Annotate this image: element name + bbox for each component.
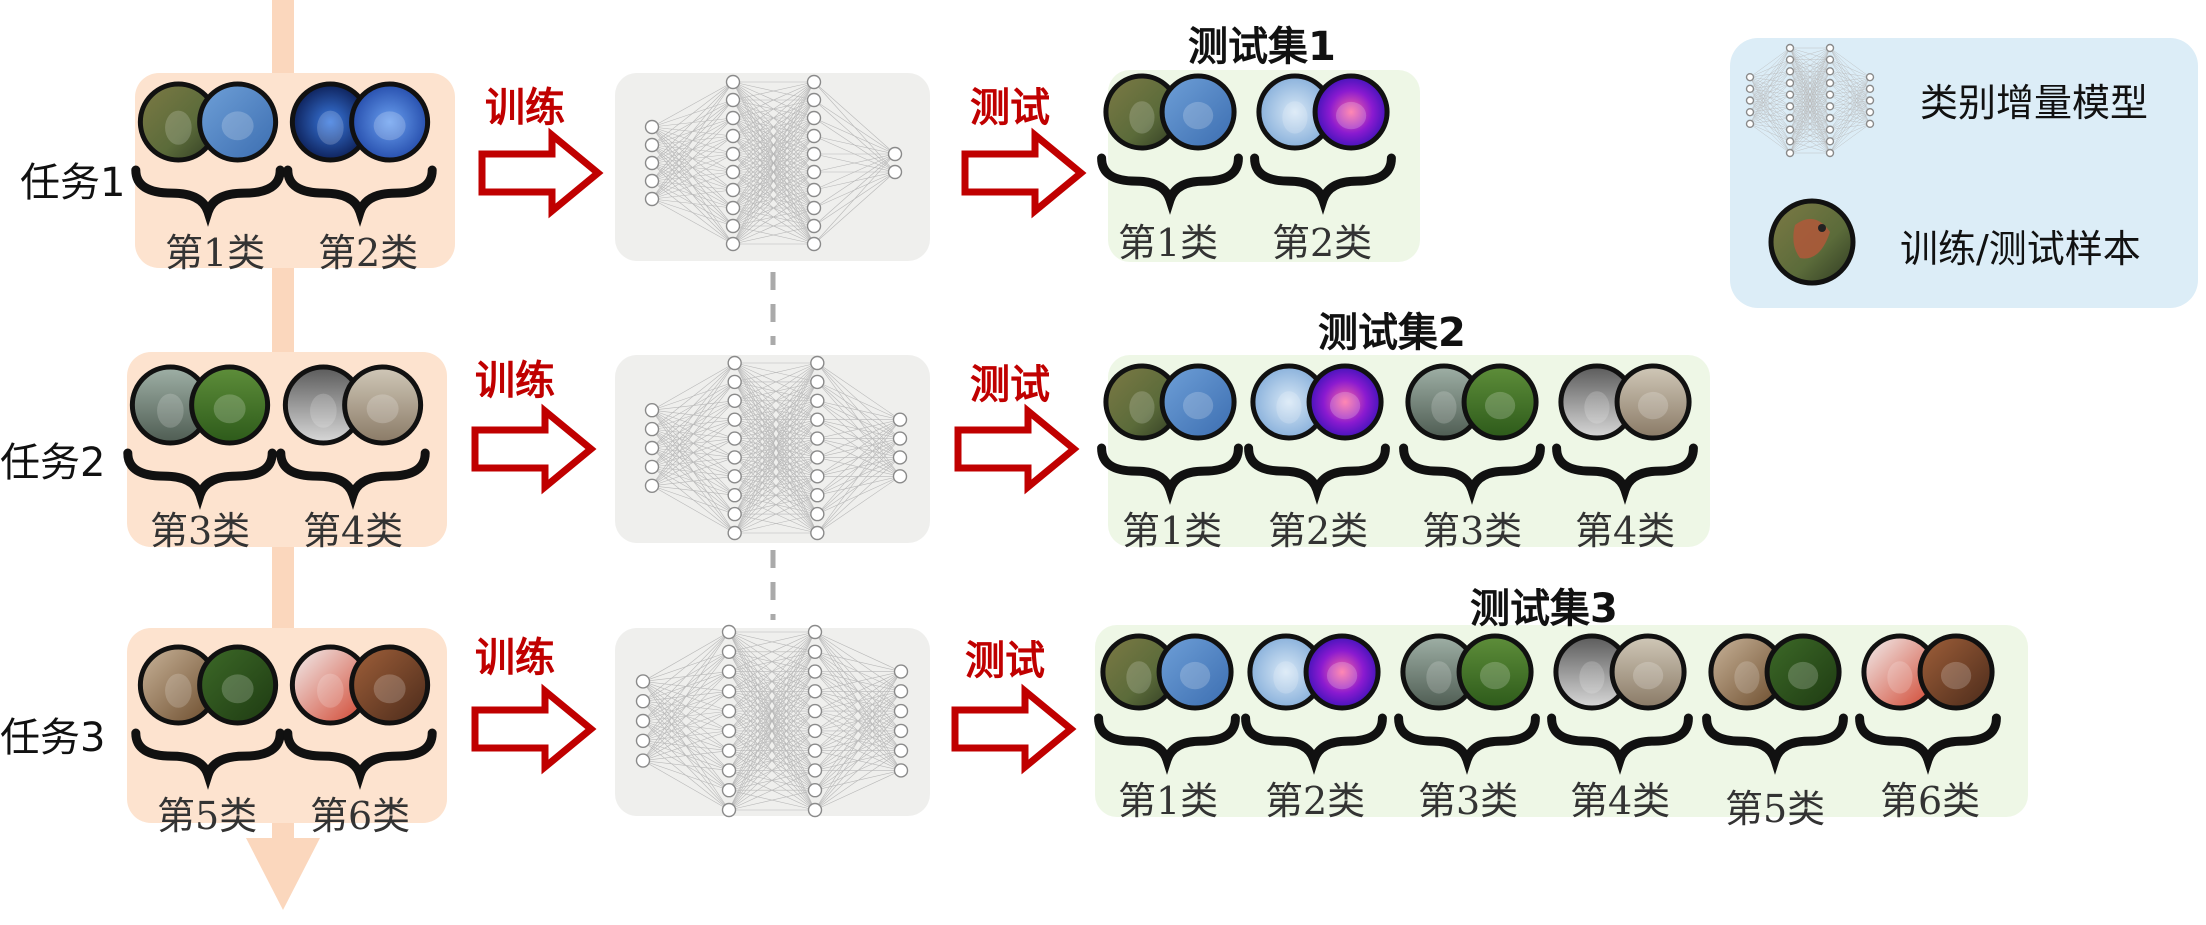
test-arrow-2 [954, 403, 1080, 495]
testset-2-class-3-samples-image-right [1461, 363, 1539, 441]
testset-2-class-1-samples-brace [1097, 443, 1243, 505]
network-1-box [615, 73, 930, 261]
train-arrow-2 [471, 403, 597, 495]
sample-icon [1768, 198, 1856, 286]
train-label-1: 训练 [485, 85, 565, 131]
task-3-label: 任务3 [0, 715, 106, 761]
task-3-class-2-samples [283, 644, 437, 790]
task-1-class-2-samples-brace [283, 165, 437, 227]
testset-2-class-2-samples-brace [1244, 443, 1390, 505]
task-2-class-2-samples-image-right [342, 364, 424, 446]
testset-2-class-2-samples [1244, 363, 1390, 505]
task-1-class-1-label: 第1类 [165, 231, 266, 275]
task-3-class-1-samples-brace [131, 728, 285, 790]
task-2-class-2-samples-brace [276, 448, 430, 510]
testset-3-class-5-samples-image-right [1764, 633, 1842, 711]
model-icon [1745, 43, 1875, 158]
train-arrow-3 [471, 683, 597, 775]
testset-3-class-4-samples-image-right [1609, 633, 1687, 711]
testset-3-class-3-samples-image-right [1456, 633, 1534, 711]
train-arrow-1 [478, 127, 604, 219]
testset-3-class-5-label: 第5类 [1725, 787, 1826, 831]
legend-model-label: 类别增量模型 [1920, 81, 2149, 125]
testset-1-class-1-label: 第1类 [1118, 221, 1219, 265]
testset-3-class-4-samples [1547, 633, 1693, 775]
task-2-class-1-samples-image-right [189, 364, 271, 446]
neural-network-1 [644, 74, 903, 252]
testset-3-class-6-samples [1855, 633, 2001, 775]
testset-2-class-1-samples-image-right [1159, 363, 1237, 441]
testset-1-class-2-label: 第2类 [1272, 221, 1373, 265]
testset-1-class-1-samples-brace [1097, 153, 1243, 215]
testset-1-class-2-samples-image-right [1312, 73, 1390, 151]
testset-3-class-1-samples [1094, 633, 1240, 775]
testset-2-class-2-label: 第2类 [1268, 509, 1369, 553]
testset-2-class-3-label: 第3类 [1422, 509, 1523, 553]
task-1-class-1-samples-image-right [197, 81, 279, 163]
testset-3-class-5-samples-brace [1702, 713, 1848, 775]
task-2-label: 任务2 [0, 440, 106, 486]
neural-network-2 [644, 355, 908, 541]
task-1-class-1-samples-brace [131, 165, 285, 227]
testset-3-class-5-samples [1702, 633, 1848, 775]
task-1-class-2-label: 第2类 [318, 231, 419, 275]
legend-sample-label: 训练/测试样本 [1900, 227, 2141, 271]
task-2-class-1-samples [123, 364, 277, 510]
testset-3-class-1-samples-image-right [1156, 633, 1234, 711]
testset-2-class-4-samples-image-right [1614, 363, 1692, 441]
task-2-class-1-label: 第3类 [150, 509, 251, 553]
task-3-class-2-label: 第6类 [310, 794, 411, 838]
train-label-3: 训练 [475, 635, 555, 681]
testset-2-title: 测试集2 [1318, 310, 1466, 356]
testset-3-class-2-samples-brace [1241, 713, 1387, 775]
task-1-class-2-samples-image-right [349, 81, 431, 163]
neural-network-3 [635, 624, 909, 818]
testset-3-class-6-samples-brace [1855, 713, 2001, 775]
test-label-3: 测试 [965, 638, 1045, 684]
testset-1-class-2-samples [1250, 73, 1396, 215]
testset-1-class-1-samples-image-right [1159, 73, 1237, 151]
testset-1-class-1-samples [1097, 73, 1243, 215]
testset-3-class-1-label: 第1类 [1118, 779, 1219, 823]
testset-3-class-4-samples-brace [1547, 713, 1693, 775]
testset-3-class-6-samples-image-right [1917, 633, 1995, 711]
task-1-label: 任务1 [20, 160, 126, 206]
task-2-class-1-samples-brace [123, 448, 277, 510]
testset-2-class-3-samples [1399, 363, 1545, 505]
testset-3-class-2-samples-image-right [1303, 633, 1381, 711]
testset-1-class-2-samples-brace [1250, 153, 1396, 215]
task-1-class-1-samples [131, 81, 285, 227]
task-3-class-1-label: 第5类 [157, 794, 258, 838]
test-label-1: 测试 [970, 85, 1050, 131]
testset-3-class-2-samples [1241, 633, 1387, 775]
train-label-2: 训练 [475, 358, 555, 404]
testset-2-class-3-samples-brace [1399, 443, 1545, 505]
task-3-class-2-samples-image-right [349, 644, 431, 726]
testset-2-class-2-samples-image-right [1306, 363, 1384, 441]
testset-3-class-6-label: 第6类 [1880, 779, 1981, 823]
testset-2-class-4-samples [1552, 363, 1698, 505]
task-2-class-2-samples [276, 364, 430, 510]
testset-3-class-3-samples [1394, 633, 1540, 775]
task-1-class-2-samples [283, 81, 437, 227]
test-arrow-3 [951, 683, 1077, 775]
testset-3-class-4-label: 第4类 [1570, 779, 1671, 823]
testset-1-title: 测试集1 [1188, 24, 1336, 70]
task-3-class-1-samples [131, 644, 285, 790]
task-2-class-2-label: 第4类 [303, 509, 404, 553]
testset-3-class-3-samples-brace [1394, 713, 1540, 775]
testset-3-class-3-label: 第3类 [1418, 779, 1519, 823]
testset-2-class-4-label: 第4类 [1575, 509, 1676, 553]
testset-2-class-1-label: 第1类 [1122, 509, 1223, 553]
test-arrow-1 [961, 127, 1087, 219]
task-3-class-1-samples-image-right [197, 644, 279, 726]
testset-2-class-1-samples [1097, 363, 1243, 505]
task-3-class-2-samples-brace [283, 728, 437, 790]
sample-pairs [123, 73, 2001, 790]
testset-3-title: 测试集3 [1470, 586, 1618, 632]
test-label-2: 测试 [970, 362, 1050, 408]
testset-3-class-2-label: 第2类 [1265, 779, 1366, 823]
testset-3-class-1-samples-brace [1094, 713, 1240, 775]
testset-2-class-4-samples-brace [1552, 443, 1698, 505]
